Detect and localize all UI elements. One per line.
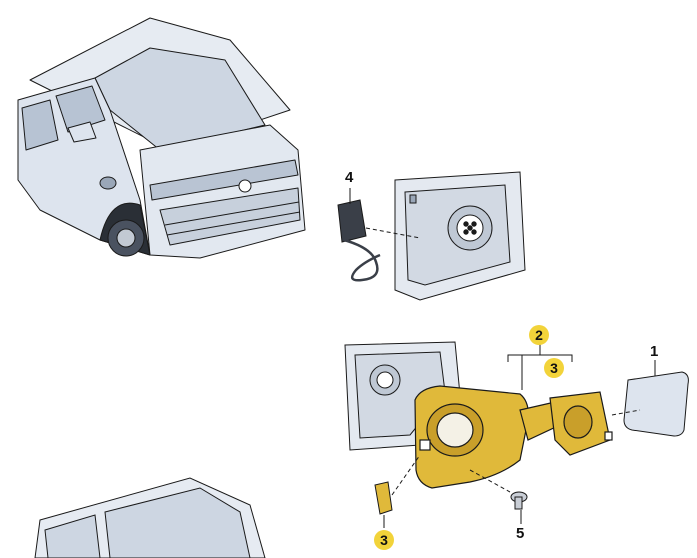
callout-1: 1 — [650, 343, 659, 360]
callout-3-bottom: 3 — [374, 530, 394, 550]
actuator-part-4 — [337, 199, 421, 282]
callout-3-top: 3 — [544, 358, 564, 378]
housing-part-2 — [414, 385, 613, 489]
screw-part-5 — [469, 469, 528, 510]
callout-2: 2 — [529, 325, 549, 345]
van-front-illustration — [17, 17, 306, 259]
callout-5: 5 — [516, 525, 525, 542]
clip-part-3 — [374, 454, 421, 515]
cover-part-1 — [611, 371, 689, 437]
charging-socket-detail — [394, 171, 526, 301]
van-rear-illustration — [34, 477, 266, 558]
callout-4: 4 — [345, 169, 354, 186]
